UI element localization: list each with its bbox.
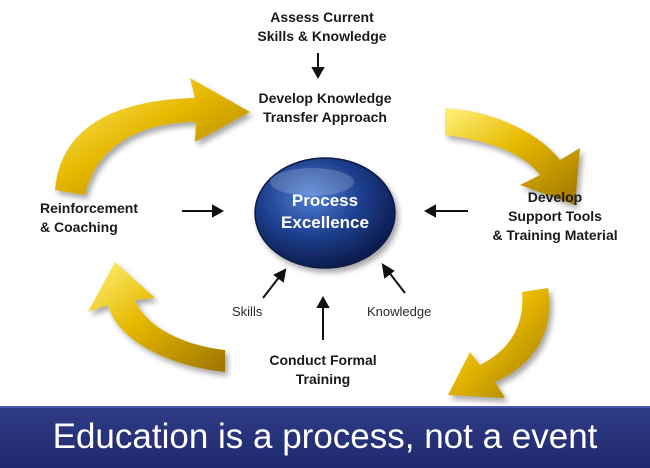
cycle-arrow-top-right (445, 108, 580, 205)
step-reinforcement-coaching: Reinforcement & Coaching (40, 200, 139, 235)
arrow-skills-up (262, 268, 287, 299)
cycle-arrow-bottom-right (448, 288, 550, 398)
input-label-skills: Skills (232, 304, 263, 319)
step-develop-support-tools: Develop Support Tools & Training Materia… (492, 189, 618, 243)
arrow-tools-left (423, 204, 468, 218)
step-assess-current-skills: Assess Current Skills & Knowledge (257, 9, 387, 44)
banner-text: Education is a process, not a event (52, 417, 598, 456)
step-develop-knowledge-transfer: Develop Knowledge Transfer Approach (258, 90, 392, 125)
input-label-knowledge: Knowledge (367, 304, 432, 319)
cycle-arrow-bottom-left (88, 262, 225, 372)
cycle-arrow-top-left (55, 78, 250, 195)
step-conduct-formal-training: Conduct Formal Training (269, 352, 377, 387)
process-excellence-ball (254, 157, 396, 269)
arrow-reinforcement-right (182, 204, 225, 218)
arrow-training-up (316, 295, 330, 340)
center-label-process-excellence: Process Excellence (281, 191, 369, 232)
arrow-knowledge-up (381, 263, 406, 294)
bottom-banner: Education is a process, not a event (0, 406, 650, 468)
arrow-assess-down (311, 53, 325, 80)
